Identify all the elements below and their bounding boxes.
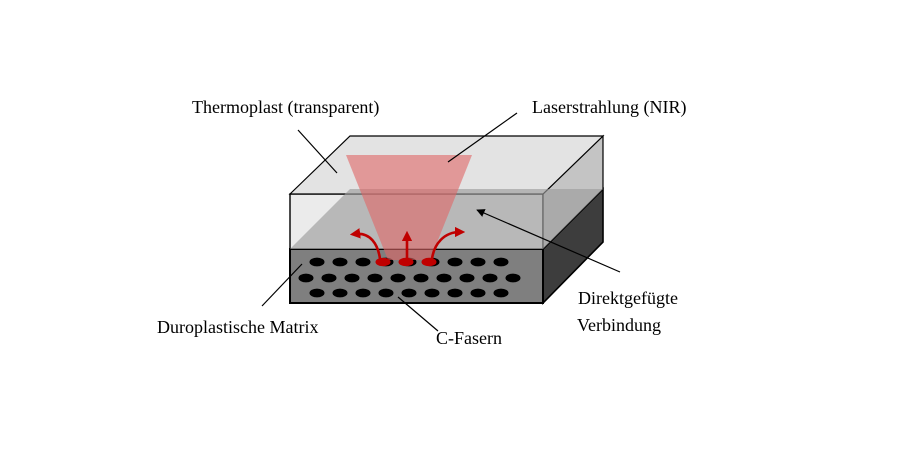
leader-matrix (261, 263, 303, 307)
carbon-fiber (436, 273, 452, 283)
leader-joint (476, 209, 621, 273)
carbon-fiber (355, 257, 371, 267)
label-joint-line1: Direktgefügte (578, 288, 678, 308)
leader-laser (447, 112, 518, 163)
carbon-fiber (321, 273, 337, 283)
carbon-fiber (470, 257, 486, 267)
carbon-fiber (401, 288, 417, 298)
carbon-fiber (482, 273, 498, 283)
carbon-fiber (309, 257, 325, 267)
carbon-fiber (367, 273, 383, 283)
heated-fibers (375, 257, 437, 267)
carbon-fiber (413, 273, 429, 283)
carbon-fiber (298, 273, 314, 283)
carbon-fiber (493, 288, 509, 298)
carbon-fiber (505, 273, 521, 283)
label-thermoplast: Thermoplast (transparent) (192, 97, 379, 118)
label-joint-line2: Verbindung (577, 315, 661, 335)
carbon-fiber (470, 288, 486, 298)
laser-beam (346, 155, 472, 260)
label-matrix: Duroplastische Matrix (157, 317, 318, 337)
carbon-fiber (390, 273, 406, 283)
carbon-fiber (332, 257, 348, 267)
carbon-fiber (355, 288, 371, 298)
carbon-fiber (424, 288, 440, 298)
leader-fibers (397, 296, 439, 332)
carbon-fiber (493, 257, 509, 267)
carbon-fiber (332, 288, 348, 298)
label-fibers: C-Fasern (436, 328, 502, 348)
carbon-fiber (344, 273, 360, 283)
carbon-fiber (309, 288, 325, 298)
carbon-fiber (447, 257, 463, 267)
leader-thermoplast (297, 129, 338, 174)
label-laser: Laserstrahlung (NIR) (532, 97, 686, 118)
carbon-fiber (459, 273, 475, 283)
carbon-fiber (447, 288, 463, 298)
heat-arrows (349, 226, 466, 260)
carbon-fiber (378, 288, 394, 298)
